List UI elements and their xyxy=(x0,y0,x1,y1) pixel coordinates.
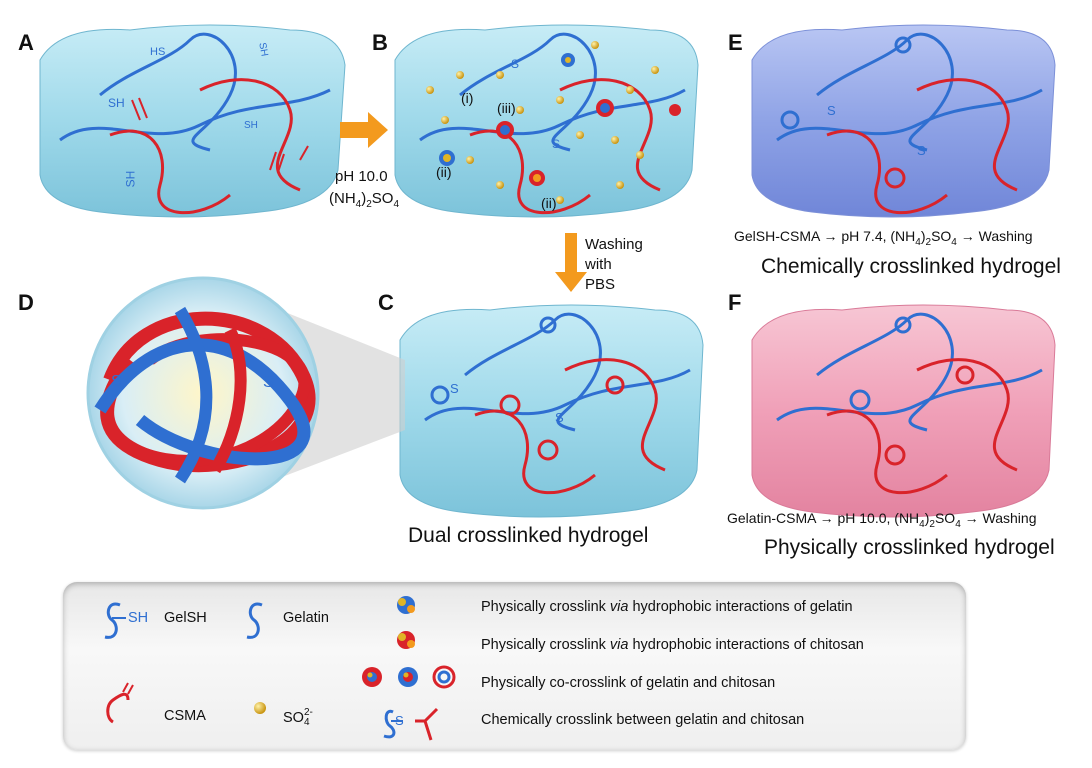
condition-salt: (NH4)2SO4 xyxy=(329,190,400,210)
s-label-c: S xyxy=(450,381,459,396)
label-i: (i) xyxy=(461,90,474,106)
panel-label-a: A xyxy=(18,30,34,55)
condition-ph: pH 10.0 xyxy=(335,168,388,185)
panel-e-title: Chemically crosslinked hydrogel xyxy=(761,255,1061,278)
hydrogel-block-c xyxy=(399,304,704,518)
washing-l2: with xyxy=(585,256,612,273)
arrow-a-to-b xyxy=(340,112,388,148)
legend-gelatin-label: Gelatin xyxy=(283,610,329,626)
panel-f-title: Physically crosslinked hydrogel xyxy=(764,536,1055,559)
chitosan-cluster-icon xyxy=(397,631,415,649)
s-label-e2: S xyxy=(917,143,926,158)
hs-label: HS xyxy=(150,46,166,58)
label-ii-left: (ii) xyxy=(436,164,452,180)
s-label-b2: S xyxy=(552,137,561,151)
s-label-b: S xyxy=(511,57,520,71)
panel-label-e: E xyxy=(728,30,743,55)
hydrogel-block-b xyxy=(394,24,699,218)
panel-label-b: B xyxy=(372,30,388,55)
legend-chem-crosslink: Chemically crosslink between gelatin and… xyxy=(481,712,805,728)
zoom-sphere-d xyxy=(86,276,405,510)
panel-label-f: F xyxy=(728,290,742,315)
s-label-c2: S xyxy=(555,410,564,425)
arrow-b-to-c xyxy=(555,233,587,292)
washing-l3: PBS xyxy=(585,276,616,293)
panel-label-c: C xyxy=(378,290,394,315)
s-label-e: S xyxy=(827,103,836,118)
panel-f-condition: Gelatin-CSMA → pH 10.0, (NH4)2SO4 → Wash… xyxy=(727,510,1037,530)
gelatin-cluster-icon xyxy=(397,596,415,614)
label-iii: (iii) xyxy=(497,100,516,116)
legend-co-crosslink: Physically co-crosslink of gelatin and c… xyxy=(481,675,776,691)
sh-label: SH xyxy=(108,96,125,110)
sh-mid-label: SH xyxy=(244,120,258,131)
washing-l1: Washing xyxy=(585,236,643,253)
panel-label-d: D xyxy=(18,290,34,315)
label-ii-bottom: (ii) xyxy=(541,195,557,211)
legend-phys-gelatin: Physically crosslink via hydrophobic int… xyxy=(481,599,853,615)
panel-c-title: Dual crosslinked hydrogel xyxy=(408,524,649,547)
legend-gelsh-symbol: SH xyxy=(128,610,149,626)
s-label-d: S xyxy=(111,373,122,390)
panel-e-condition: GelSH-CSMA → pH 7.4, (NH4)2SO4 → Washing xyxy=(734,228,1033,248)
legend-csma-label: CSMA xyxy=(164,708,206,724)
legend-chem-s: S xyxy=(395,713,404,728)
legend-box xyxy=(63,582,966,750)
legend-gelsh-label: GelSH xyxy=(164,610,207,626)
co-crosslink-icons xyxy=(362,665,456,689)
s-label-d2: S xyxy=(263,374,274,391)
chemical-crosslink-icon xyxy=(383,707,439,741)
hydrogel-block-f xyxy=(751,304,1056,518)
hydrogel-block-e xyxy=(751,24,1056,218)
hydrogel-block-a xyxy=(39,24,346,218)
legend-phys-chitosan: Physically crosslink via hydrophobic int… xyxy=(481,637,864,653)
